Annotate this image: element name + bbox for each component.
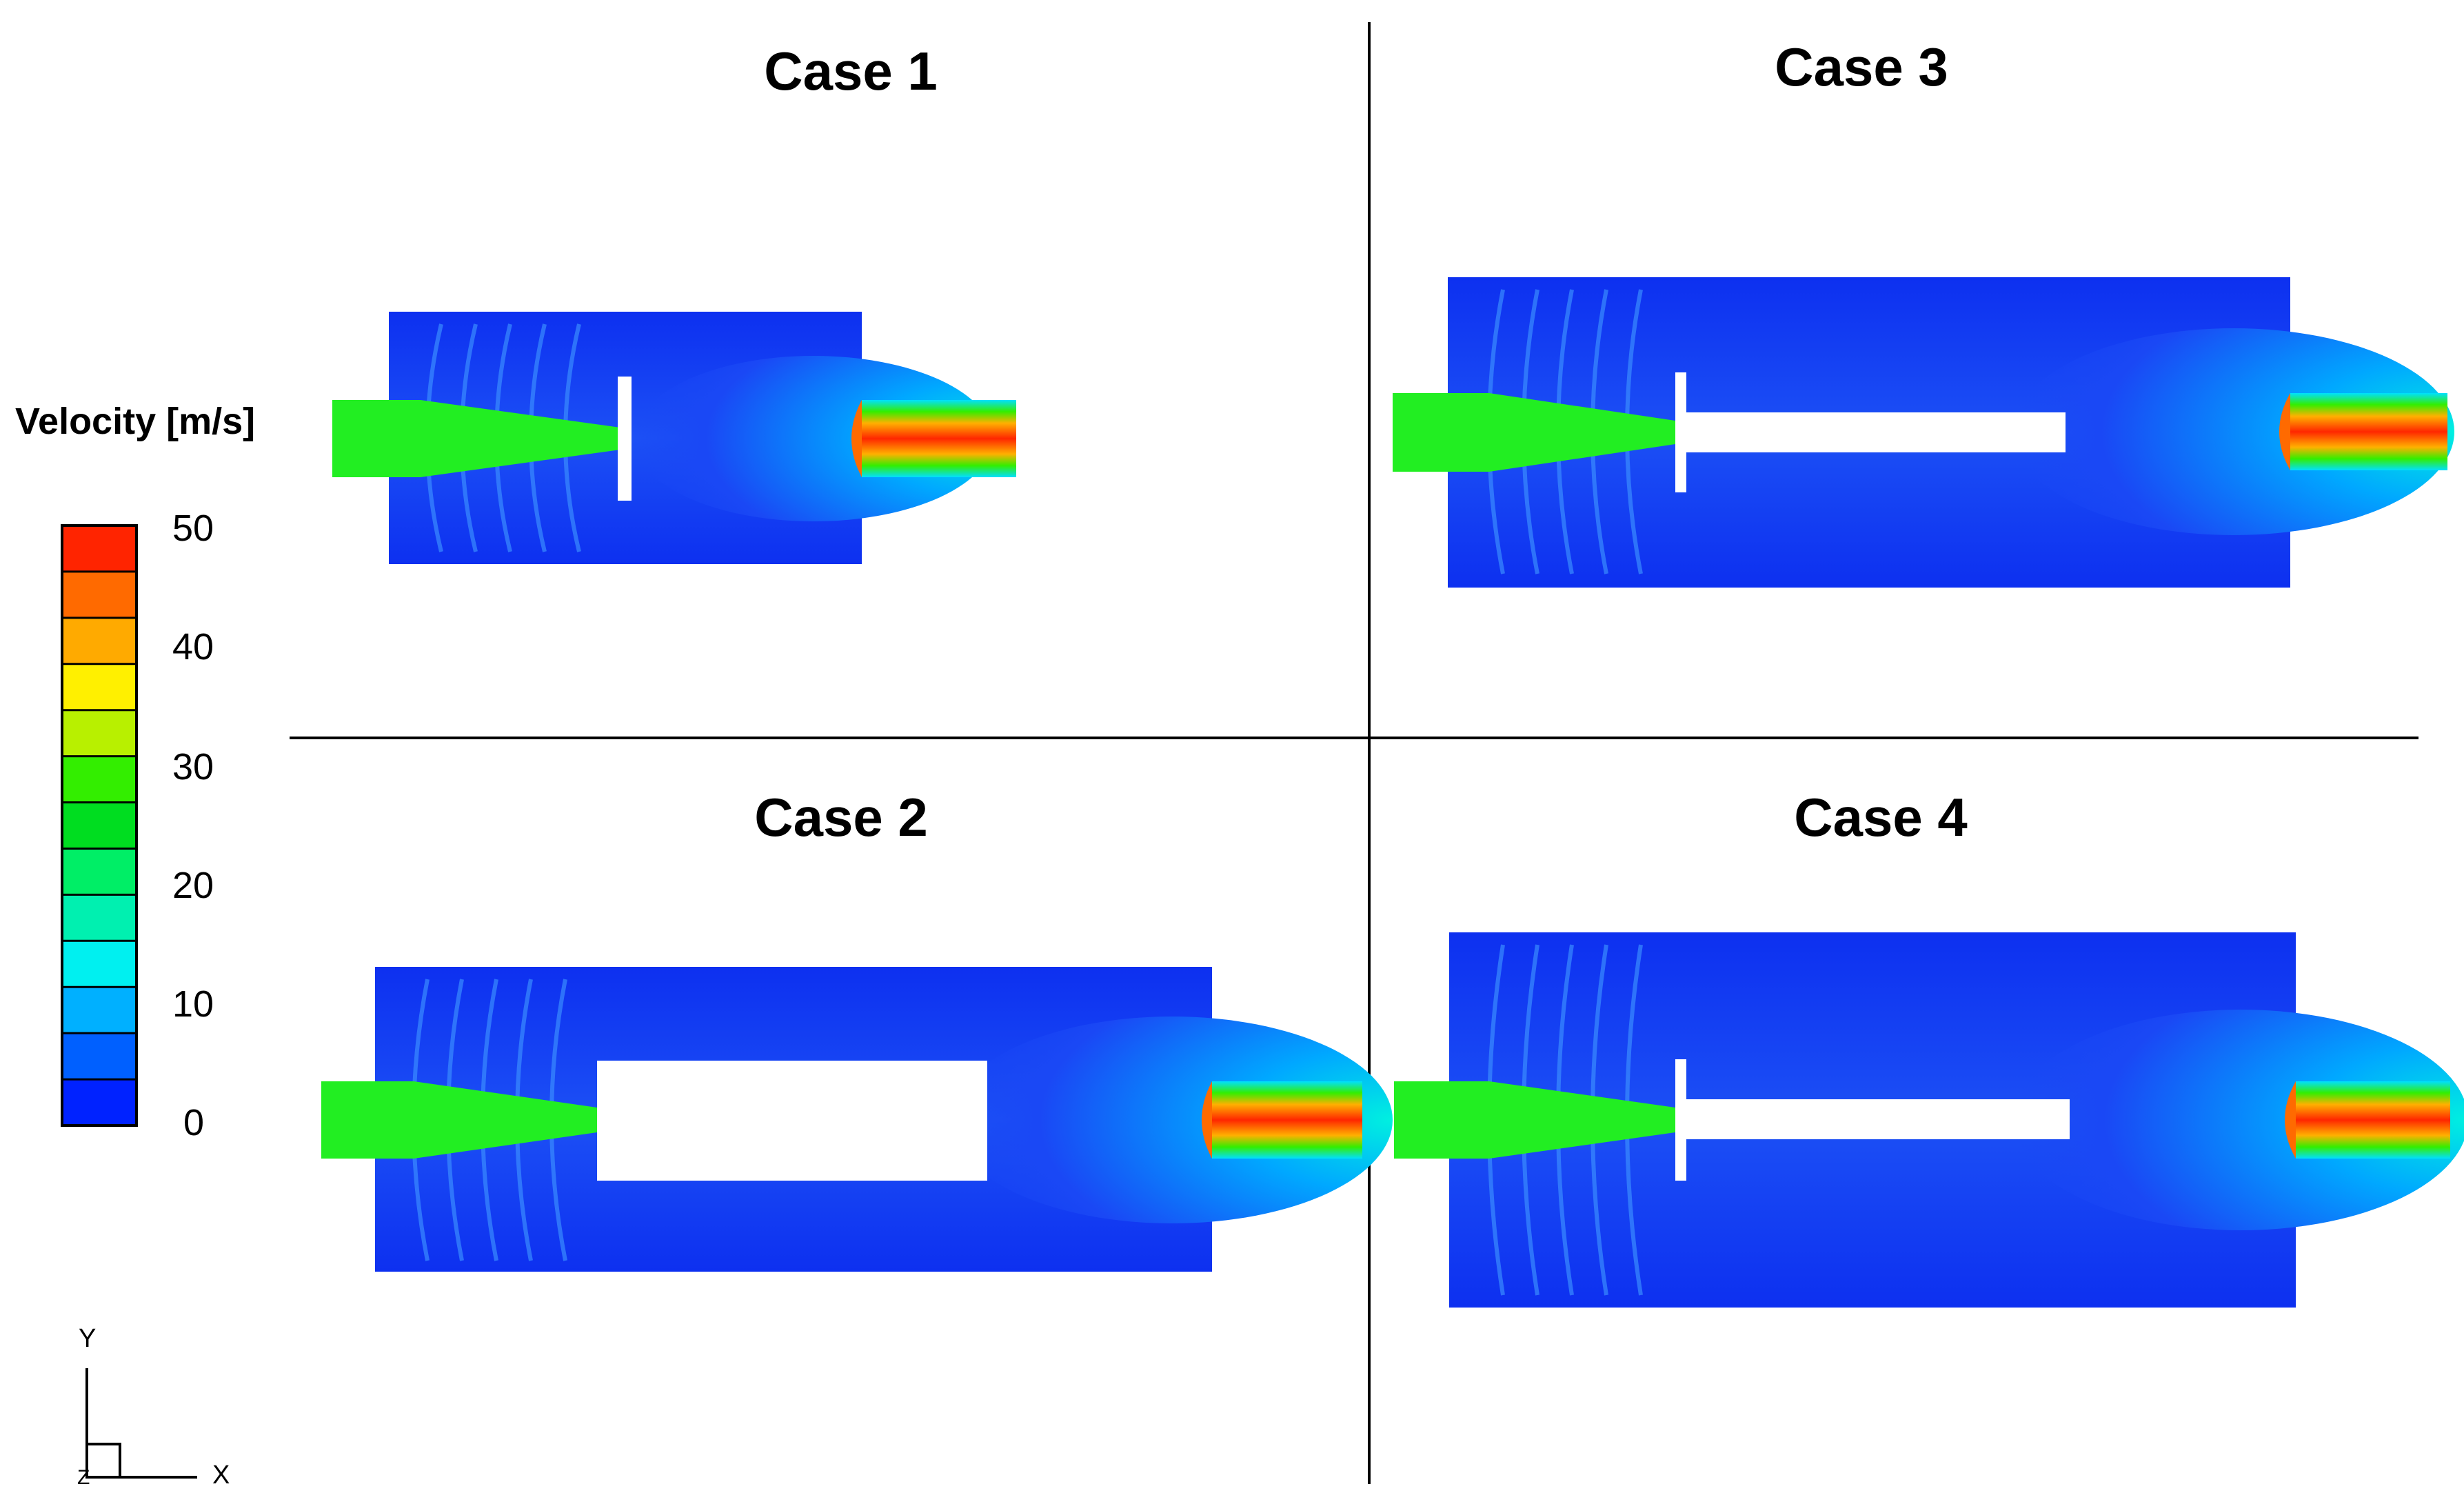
colorbar-band — [62, 571, 137, 619]
colorbar-title: Velocity [m/s] — [15, 401, 256, 442]
colorbar-tick-0: 0 — [183, 1102, 205, 1143]
axis-label-z: Z — [77, 1466, 90, 1489]
colorbar-band — [62, 802, 137, 849]
colorbar-band — [62, 525, 137, 572]
colorbar-tick-20: 20 — [172, 865, 214, 906]
colorbar-tick-30: 30 — [172, 746, 214, 788]
velocity-colorbar — [62, 525, 137, 1126]
case-4-contour — [1394, 932, 2464, 1308]
case-1-title: Case 1 — [764, 41, 938, 101]
case-2-title: Case 2 — [754, 787, 928, 848]
colorbar-band — [62, 710, 137, 757]
axis-label-y: Y — [79, 1324, 97, 1353]
case-3-title: Case 3 — [1775, 37, 1948, 97]
colorbar-frame — [61, 524, 138, 1127]
colorbar-band — [62, 941, 137, 988]
colorbar-band — [62, 894, 137, 941]
colorbar-band — [62, 987, 137, 1034]
colorbar-band — [62, 663, 137, 711]
colorbar-tick-50: 50 — [172, 508, 214, 549]
axis-triad — [85, 1368, 197, 1479]
colorbar-band — [62, 848, 137, 895]
case-2-contour — [321, 967, 1393, 1272]
colorbar-band — [62, 1033, 137, 1080]
colorbar-band — [62, 617, 137, 665]
case-3-contour — [1393, 277, 2454, 588]
colorbar-tick-40: 40 — [172, 626, 214, 668]
colorbar-band — [62, 1079, 137, 1126]
colorbar-band — [62, 756, 137, 803]
axis-label-x: X — [212, 1461, 230, 1490]
case-4-title: Case 4 — [1794, 787, 1968, 848]
colorbar-tick-10: 10 — [172, 983, 214, 1025]
case-1-contour — [332, 312, 1016, 564]
